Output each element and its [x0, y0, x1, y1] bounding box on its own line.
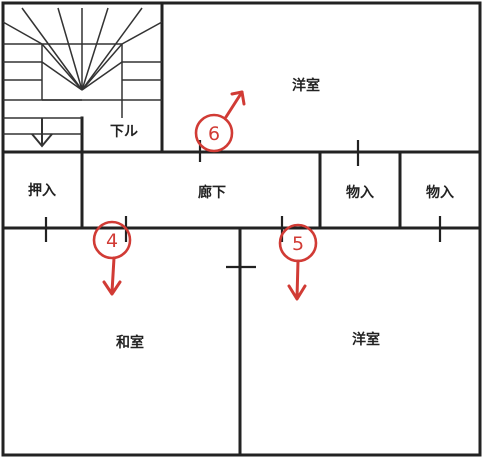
interior-walls: [1, 116, 482, 457]
door-ticks: [44, 140, 442, 269]
room-label-japanese: 和室: [116, 334, 144, 351]
staircase: [2, 7, 163, 135]
room-label-storage-2: 物入: [426, 184, 454, 201]
photo-marker-6-number: 6: [208, 123, 220, 145]
room-label-closet: 押入: [28, 182, 56, 199]
room-label-hallway: 廊下: [198, 184, 226, 201]
photo-marker-4-number: 4: [106, 230, 118, 252]
room-label-storage-1: 物入: [346, 184, 374, 201]
arrow-down-icon: [102, 256, 122, 296]
arrow-down-icon: [287, 259, 307, 301]
room-label-western-bottom: 洋室: [352, 331, 380, 348]
room-label-stairs-down: 下ル: [110, 124, 138, 140]
stairs-down-arrow-icon: [31, 118, 53, 148]
arrow-up-right-icon: [224, 90, 246, 119]
room-label-western-top: 洋室: [292, 77, 320, 94]
photo-marker-5-number: 5: [292, 233, 304, 255]
photo-marker-6: 6: [194, 90, 246, 153]
photo-marker-5: 5: [278, 223, 318, 301]
photo-marker-4: 4: [92, 220, 132, 296]
